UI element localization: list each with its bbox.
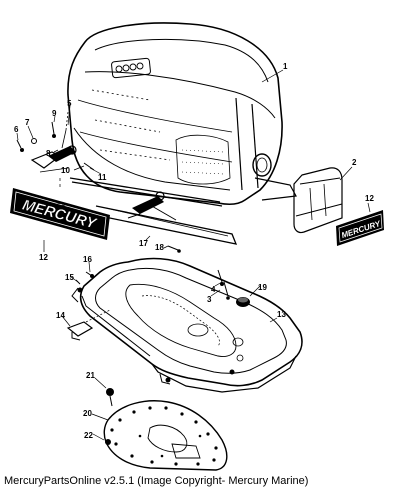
latch-assembly-left[interactable]	[30, 111, 77, 173]
callout-2: 2	[352, 158, 357, 167]
decal-right[interactable]: MERCURY	[336, 210, 384, 246]
callout-22: 22	[84, 431, 93, 440]
cowl-seal-strip[interactable]	[69, 177, 238, 245]
callout-9: 9	[52, 109, 57, 118]
callout-15: 15	[65, 273, 74, 282]
grommet-19[interactable]	[236, 297, 250, 307]
screw-18[interactable]	[167, 245, 181, 253]
decal-left[interactable]: MERCURY	[10, 188, 110, 240]
leader-lines	[16, 69, 371, 441]
callout-4: 4	[211, 285, 216, 294]
callout-11: 11	[98, 173, 107, 182]
vent-grille	[111, 57, 151, 79]
screw-6[interactable]	[16, 139, 24, 152]
top-cowl[interactable]	[67, 22, 297, 206]
callout-19: 19	[258, 283, 267, 292]
seal-plate[interactable]	[103, 400, 228, 471]
screw-3-4[interactable]	[217, 269, 230, 300]
latch-handle-right[interactable]	[127, 191, 177, 221]
callout-14: 14	[56, 311, 65, 320]
callout-16: 16	[83, 255, 92, 264]
callout-5: 5	[67, 99, 72, 108]
callout-13: 13	[277, 310, 286, 319]
callout-12-right: 12	[365, 194, 374, 203]
callout-10: 10	[61, 166, 70, 175]
screw-9[interactable]	[51, 121, 56, 138]
callout-3: 3	[207, 295, 212, 304]
screw-22[interactable]	[105, 439, 111, 445]
side-cover-panel[interactable]	[293, 167, 343, 234]
callout-6: 6	[14, 125, 19, 134]
bracket-14[interactable]	[66, 309, 111, 341]
washer-7[interactable]	[31, 138, 37, 144]
callout-18: 18	[155, 243, 164, 252]
callout-labels: 1 2 3 4 5 6 7 8 9 10 11 12 12 13 14 15 1…	[14, 62, 374, 440]
bottom-cowl[interactable]	[71, 257, 303, 393]
copyright-caption: MercuryPartsOnline v2.5.1 (Image Copyrig…	[4, 475, 309, 487]
callout-21: 21	[86, 371, 95, 380]
screw-21[interactable]	[106, 388, 114, 407]
callout-20: 20	[83, 409, 92, 418]
screw-15-16[interactable]	[75, 271, 94, 285]
callout-17: 17	[139, 239, 148, 248]
callout-1: 1	[283, 62, 288, 71]
callout-7: 7	[25, 118, 30, 127]
callout-12-left: 12	[39, 253, 48, 262]
callout-8: 8	[46, 149, 51, 158]
pin-11[interactable]	[83, 162, 95, 171]
